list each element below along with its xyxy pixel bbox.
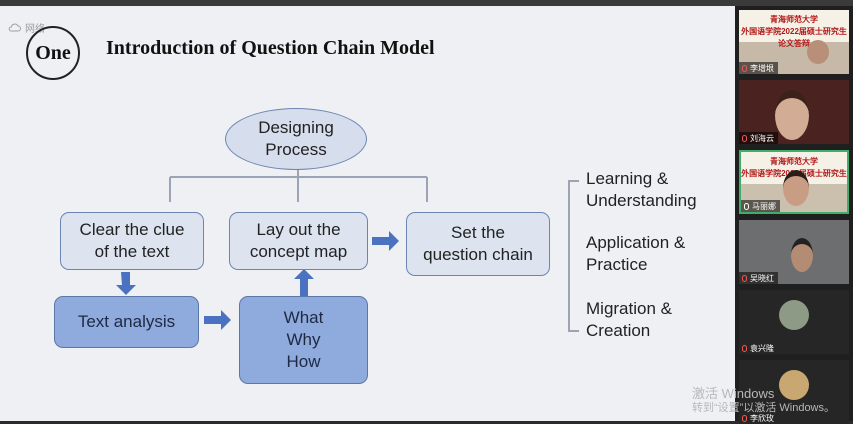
avatar <box>779 300 809 330</box>
network-status: 网络 <box>8 20 45 35</box>
window-top-bar <box>0 0 853 6</box>
goal-migration: Migration & Creation <box>586 299 672 341</box>
arrow-right-to-chain <box>372 231 399 251</box>
participant-tile[interactable]: 刘海云 <box>739 80 849 144</box>
what-why-how-box: What Why How <box>239 296 368 384</box>
goal-learning: Learning & Understanding <box>586 169 697 211</box>
participant-banner: 青海师范大学 外国语学院2022届硕士研究生 论文答辩 <box>739 10 849 48</box>
question-chain-box: Set the question chain <box>406 212 550 276</box>
slide-title: Introduction of Question Chain Model <box>106 37 435 59</box>
participant-video <box>807 40 829 64</box>
participant-tile-active-speaker[interactable]: 青海师范大学 外国语学院2022届硕士研究生 马丽娜 <box>739 150 849 214</box>
participant-video <box>783 170 809 206</box>
watermark-line1: 激活 Windows <box>692 386 775 401</box>
participant-name: 吴晓红 <box>750 273 774 283</box>
watermark-line2: 转到“设置”以激活 Windows。 <box>692 402 836 415</box>
participant-tile[interactable]: 吴晓红 <box>739 220 849 284</box>
mic-active-icon <box>744 202 749 210</box>
section-number-badge: One <box>26 26 80 80</box>
network-label: 网络 <box>25 24 45 35</box>
mic-muted-icon <box>742 344 747 352</box>
participant-name: 袁兴隆 <box>750 343 774 353</box>
goal-application: Application & Practice <box>586 233 686 275</box>
avatar <box>779 370 809 400</box>
cloud-icon <box>8 23 21 32</box>
presentation-slide: 网络 One Introduction of Question Chain Mo… <box>0 6 735 421</box>
participant-name: 李增垠 <box>750 63 774 73</box>
mic-muted-icon <box>742 64 747 72</box>
goals-bracket <box>568 180 580 332</box>
arrow-down-to-analysis <box>116 272 136 295</box>
participant-tile[interactable]: 青海师范大学 外国语学院2022届硕士研究生 论文答辩 李增垠 <box>739 10 849 74</box>
windows-activation-watermark: 激活 Windows 转到“设置”以激活 Windows。 <box>692 386 835 416</box>
mic-muted-icon <box>742 274 747 282</box>
diagram-connectors <box>116 166 428 330</box>
participant-gallery: 青海师范大学 外国语学院2022届硕士研究生 论文答辩 李增垠 刘海云 青海师范… <box>735 6 853 424</box>
concept-map-box: Lay out the concept map <box>229 212 368 270</box>
mic-muted-icon <box>742 134 747 142</box>
participant-video <box>791 238 813 272</box>
designing-process-ellipse: Designing Process <box>225 108 367 170</box>
participant-name: 马丽娜 <box>752 201 776 211</box>
text-analysis-box: Text analysis <box>54 296 199 348</box>
participant-video <box>775 90 809 140</box>
clear-clue-box: Clear the clue of the text <box>60 212 204 270</box>
participant-tile[interactable]: 袁兴隆 <box>739 290 849 354</box>
participant-tile[interactable]: 李欣玫 <box>739 360 849 424</box>
arrow-up-to-concept <box>294 269 314 296</box>
participant-name: 刘海云 <box>750 133 774 143</box>
participant-name: 李欣玫 <box>750 413 774 423</box>
arrow-right-to-whatwhy <box>204 310 231 330</box>
